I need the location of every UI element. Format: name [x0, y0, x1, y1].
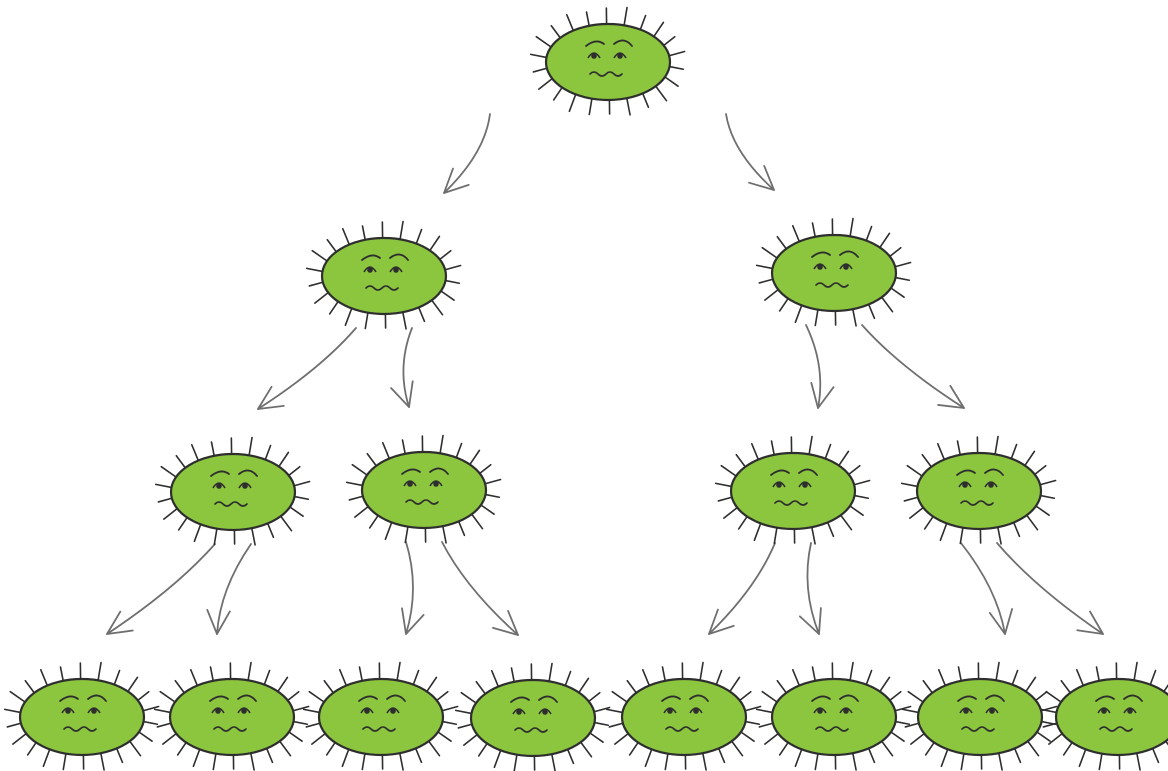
cell-body — [469, 678, 597, 758]
cell-body — [169, 452, 297, 532]
face — [661, 694, 709, 732]
division-arrow — [441, 541, 519, 636]
bacterium-icon — [755, 217, 912, 327]
cilia — [3, 661, 160, 771]
cell-body — [18, 677, 146, 757]
cilia — [154, 436, 311, 546]
cilia — [305, 220, 462, 330]
division-arrow — [861, 324, 965, 409]
bacterium-icon — [305, 220, 462, 330]
face — [210, 469, 258, 507]
cell-body — [320, 236, 448, 316]
cilia — [529, 6, 686, 116]
cilia — [755, 217, 912, 327]
face — [358, 694, 406, 732]
cilia — [302, 661, 459, 771]
bacterium-icon — [154, 436, 311, 546]
cell-body — [620, 677, 748, 757]
face — [510, 695, 558, 733]
cell-body — [1054, 677, 1168, 757]
cilia — [605, 661, 762, 771]
face — [209, 694, 257, 732]
bacterium-icon — [153, 661, 310, 771]
cilia — [755, 661, 912, 771]
bacterium-icon — [900, 435, 1057, 545]
bacterium-icon — [901, 661, 1058, 771]
face — [59, 694, 107, 732]
face — [811, 694, 859, 732]
division-arrow — [443, 113, 491, 194]
bacteria-layer — [3, 6, 1168, 771]
bacterium-icon — [714, 435, 871, 545]
bacterium-icon — [3, 661, 160, 771]
cell-body — [770, 233, 898, 313]
division-arrow — [390, 327, 414, 408]
face — [957, 694, 1005, 732]
face — [956, 468, 1004, 506]
cell-body — [729, 451, 857, 531]
bacterium-icon — [755, 661, 912, 771]
bacterium-icon — [345, 434, 502, 544]
division-arrow — [106, 543, 216, 635]
cilia — [153, 661, 310, 771]
division-arrow — [257, 327, 357, 410]
bacterium-icon — [1039, 661, 1168, 771]
bacterium-icon — [529, 6, 686, 116]
face — [811, 250, 859, 288]
face — [361, 253, 409, 291]
division-arrow — [206, 543, 252, 635]
cilia — [1039, 661, 1168, 771]
cell-body — [916, 677, 1044, 757]
face — [770, 468, 818, 506]
bacterium-icon — [302, 661, 459, 771]
cell-body — [168, 677, 296, 757]
division-arrow — [401, 541, 425, 635]
cilia — [454, 662, 611, 771]
division-arrow — [805, 324, 835, 409]
division-arrow — [996, 542, 1104, 635]
cilia — [345, 434, 502, 544]
cell-body — [544, 22, 672, 102]
cell-body — [770, 677, 898, 757]
cilia — [714, 435, 871, 545]
division-arrow — [960, 542, 1013, 635]
face — [585, 39, 633, 77]
bacterium-icon — [454, 662, 611, 771]
division-arrow — [725, 113, 775, 191]
cell-body — [360, 450, 488, 530]
cell-body — [915, 451, 1043, 531]
cilia — [900, 435, 1057, 545]
cell-body — [317, 677, 445, 757]
face — [1095, 694, 1143, 732]
face — [401, 467, 449, 505]
division-arrow — [798, 542, 822, 635]
arrows-layer — [106, 113, 1104, 636]
bacterium-icon — [605, 661, 762, 771]
division-arrow — [708, 542, 776, 635]
